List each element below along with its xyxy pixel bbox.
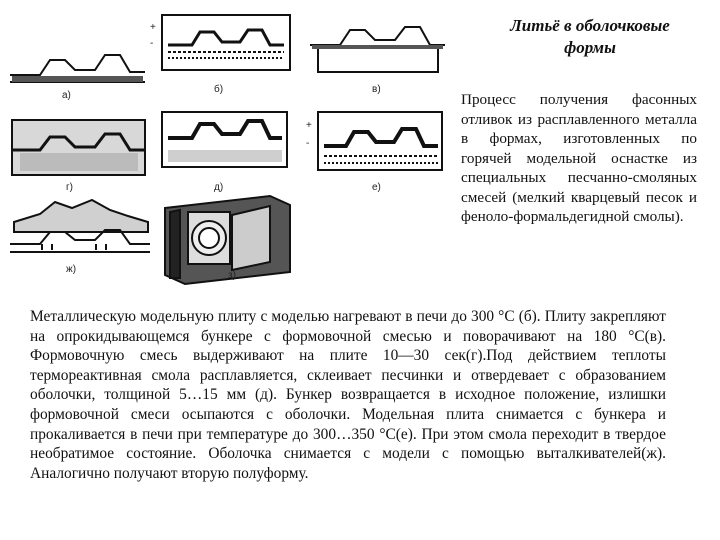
diagram-e-baking	[317, 111, 443, 171]
sign-minus-b: -	[150, 38, 153, 49]
body-paragraph: Металлическую модельную плиту с моделью …	[30, 308, 666, 482]
diagram-a-model-plate	[10, 54, 145, 83]
diagram-d-shell	[161, 111, 288, 168]
lead-paragraph: Процесс получения фасонных отливок из ра…	[461, 91, 697, 225]
diagram-v-bunker	[310, 26, 445, 73]
sign-plus-b: +	[150, 22, 156, 33]
label-g: г)	[66, 182, 73, 193]
sign-plus-e: +	[306, 120, 312, 131]
title-line-1: Литьё в оболочковые	[510, 16, 670, 35]
sign-minus-e: -	[306, 138, 309, 149]
label-zh: ж)	[66, 264, 76, 275]
process-diagram: а) + - б) в) г) д)	[10, 14, 445, 286]
label-d: д)	[214, 182, 223, 193]
page-title: Литьё в оболочковые формы	[461, 15, 701, 59]
label-e: е)	[372, 182, 381, 193]
title-line-2: формы	[564, 38, 616, 57]
label-b: б)	[214, 83, 223, 95]
process-figure: а) + - б) в) г) д)	[0, 0, 452, 296]
diagram-b-oven	[161, 14, 291, 71]
label-a: а)	[62, 90, 71, 101]
side-panel: Литьё в оболочковые формы Процесс получе…	[461, 0, 701, 225]
diagram-zh-ejectors	[10, 198, 150, 253]
label-v: в)	[372, 84, 381, 95]
label-z: з)	[228, 270, 236, 281]
diagram-g-sand	[11, 119, 146, 176]
diagram-z-form	[164, 194, 291, 286]
